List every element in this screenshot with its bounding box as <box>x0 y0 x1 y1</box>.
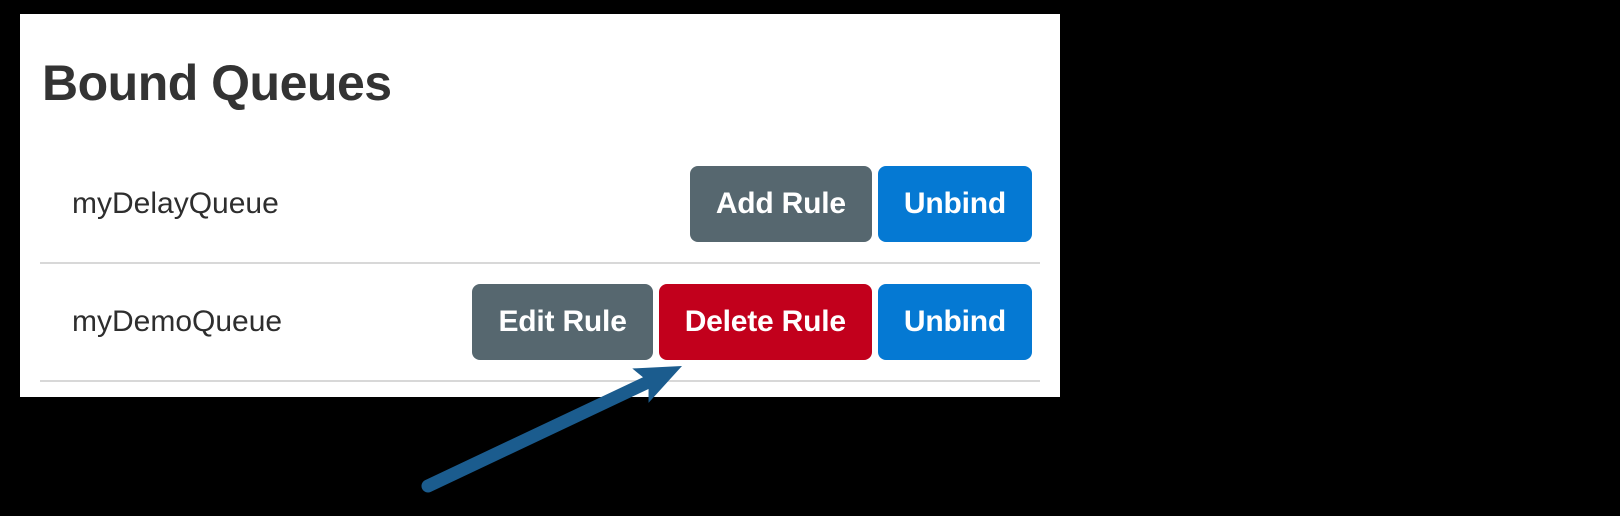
table-row: myDemoQueue Edit Rule Delete Rule Unbind <box>40 264 1040 382</box>
add-rule-button[interactable]: Add Rule <box>689 166 872 242</box>
page-title: Bound Queues <box>42 55 392 111</box>
row-actions: Add Rule Unbind <box>689 166 1032 242</box>
bound-queues-list: myDelayQueue Add Rule Unbind myDemoQueue… <box>40 146 1040 382</box>
table-row: myDelayQueue Add Rule Unbind <box>40 146 1040 264</box>
bound-queues-panel: Bound Queues myDelayQueue Add Rule Unbin… <box>20 14 1060 397</box>
edit-rule-button[interactable]: Edit Rule <box>472 284 653 360</box>
unbind-button[interactable]: Unbind <box>877 284 1032 360</box>
queue-name: myDelayQueue <box>72 187 279 220</box>
row-actions: Edit Rule Delete Rule Unbind <box>472 284 1032 360</box>
queue-name: myDemoQueue <box>72 305 283 338</box>
delete-rule-button[interactable]: Delete Rule <box>658 284 872 360</box>
unbind-button[interactable]: Unbind <box>877 166 1032 242</box>
